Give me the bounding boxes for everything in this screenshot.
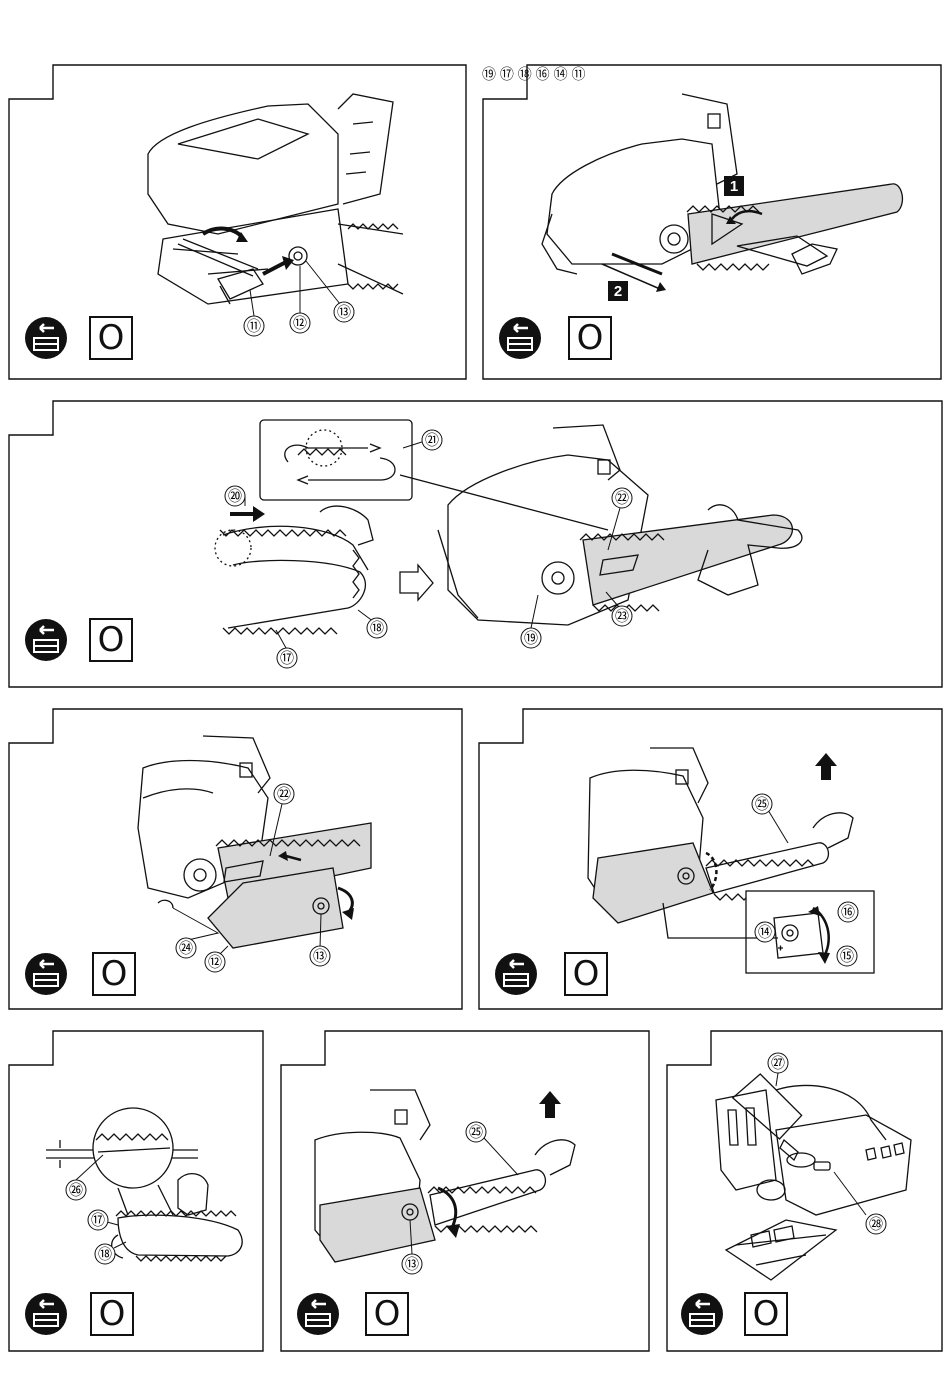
panel-5: ㉕ ⑯ ⑭ ⑮ O	[478, 708, 943, 1010]
callout-27: ㉗	[771, 1055, 785, 1071]
panel-8: ㉗ ㉘ O	[666, 1030, 943, 1352]
panel-3: ㉑ ⑳ ㉒ ⑱ ⑰ ⑲ ㉓ O	[8, 400, 943, 688]
callout-13: ⑬	[313, 948, 327, 964]
callout-22: ㉒	[277, 786, 291, 802]
battery-remove-icon	[494, 952, 538, 996]
panel-7: ㉕ ⑬ O	[280, 1030, 650, 1352]
step-1-marker: 1	[724, 176, 744, 196]
panel-4: ㉒ ㉔ ⑫ ⑬ O	[8, 708, 463, 1010]
mode-symbol-box: O	[744, 1292, 788, 1336]
mode-symbol-box: O	[90, 1292, 134, 1336]
battery-remove-icon	[498, 316, 542, 360]
battery-remove-icon	[680, 1292, 724, 1336]
callout-19: ⑲	[524, 630, 538, 646]
mode-symbol-box: O	[92, 952, 136, 996]
chain-tension-illustration: ㉕ ⑯ ⑭ ⑮	[478, 708, 943, 1010]
callout-14: ⑭	[758, 924, 772, 940]
callout-16: ⑯	[841, 904, 855, 920]
callout-15: ⑮	[840, 948, 854, 964]
panel-2: ⑲ ⑰ ⑱ ⑯ ⑭ ⑪ 1 2 O	[482, 64, 942, 380]
callout-12: ⑫	[293, 315, 307, 331]
mode-symbol-box: O	[89, 316, 133, 360]
callout-26: ㉖	[69, 1182, 83, 1198]
callout-23: ㉓	[615, 608, 629, 624]
callout-11: ⑪	[247, 318, 261, 334]
mode-symbol-box: O	[365, 1292, 409, 1336]
callout-12: ⑫	[208, 954, 222, 970]
callout-18: ⑱	[370, 620, 384, 636]
battery-remove-icon	[296, 1292, 340, 1336]
step-2-marker: 2	[608, 281, 628, 301]
mode-symbol-box: O	[568, 316, 612, 360]
callout-13: ⑬	[405, 1256, 419, 1272]
callout-18: ⑱	[98, 1246, 112, 1262]
battery-remove-icon	[24, 1292, 68, 1336]
callout-20: ⑳	[228, 488, 242, 504]
battery-remove-icon	[24, 952, 68, 996]
callout-17: ⑰	[280, 650, 294, 666]
chainsaw-illustration: ⑪ ⑫ ⑬	[8, 64, 467, 380]
mode-symbol-box: O	[89, 618, 133, 662]
battery-remove-icon	[24, 618, 68, 662]
battery-remove-icon	[24, 316, 68, 360]
callout-25: ㉕	[755, 796, 769, 812]
callout-28: ㉘	[869, 1216, 883, 1232]
panel-1: ⑪ ⑫ ⑬ O	[8, 64, 467, 380]
callout-21: ㉑	[425, 432, 439, 448]
callout-13: ⑬	[337, 304, 351, 320]
mode-symbol-box: O	[564, 952, 608, 996]
callout-24: ㉔	[179, 940, 193, 956]
chain-installation-illustration: ㉑ ⑳ ㉒ ⑱ ⑰ ⑲ ㉓	[8, 400, 943, 688]
callout-22: ㉒	[615, 490, 629, 506]
cover-installation-illustration: ㉒ ㉔ ⑫ ⑬	[8, 708, 463, 1010]
chainsaw-bar-removal-illustration	[482, 64, 942, 380]
callout-25: ㉕	[469, 1124, 483, 1140]
panel-6: ㉖ ⑰ ⑱ O	[8, 1030, 264, 1352]
callout-17: ⑰	[91, 1212, 105, 1228]
